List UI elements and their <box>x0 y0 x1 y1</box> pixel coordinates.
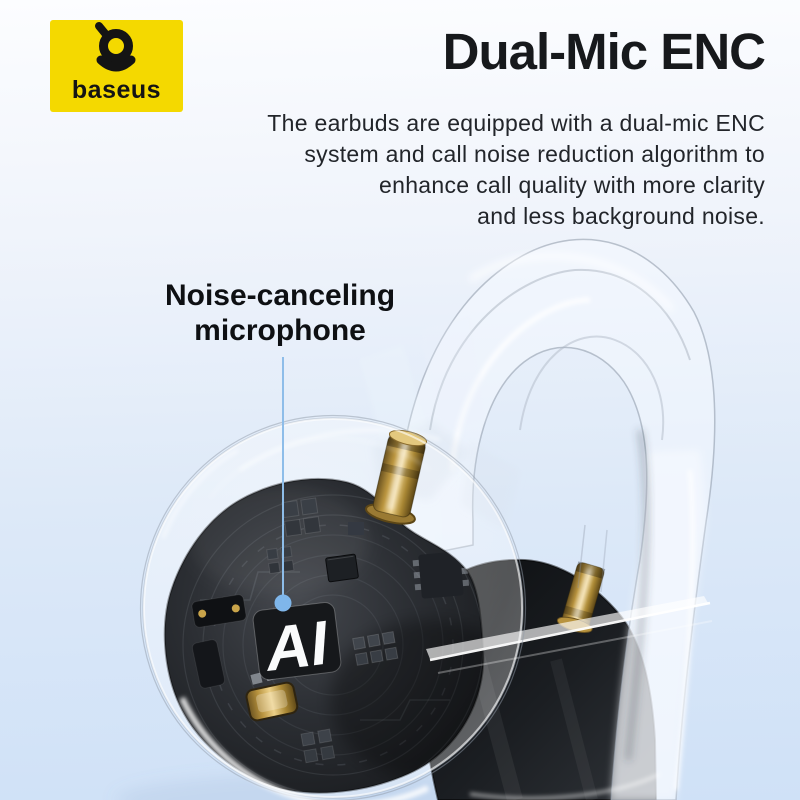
ai-chip-label: AI <box>260 608 334 685</box>
description: The earbuds are equipped with a dual-mic… <box>267 108 765 232</box>
mic-callout-label: Noise-canceling microphone <box>120 278 440 348</box>
pcb: AI <box>163 477 485 794</box>
description-line: system and call noise reduction algorith… <box>304 141 765 167</box>
page-title: Dual-Mic ENC <box>442 23 766 80</box>
description-line: The earbuds are equipped with a dual-mic… <box>267 110 765 136</box>
description-line: and less background noise. <box>477 203 765 229</box>
callout-dot <box>274 594 292 612</box>
description-line: enhance call quality with more clarity <box>379 172 765 198</box>
baseus-logo: baseus <box>50 20 183 112</box>
callout-label-line2: microphone <box>194 314 366 347</box>
callout-label-line1: Noise-canceling <box>164 279 396 312</box>
gold-pin-top <box>365 429 428 525</box>
gold-crystal <box>245 681 299 722</box>
ai-chip: AI <box>252 602 342 685</box>
mic-callout-pointer <box>274 357 292 612</box>
baseus-logo-icon <box>95 22 136 72</box>
shell-ledge <box>426 596 713 674</box>
shell-rim <box>139 414 661 800</box>
baseus-logo-text: baseus <box>71 76 162 104</box>
